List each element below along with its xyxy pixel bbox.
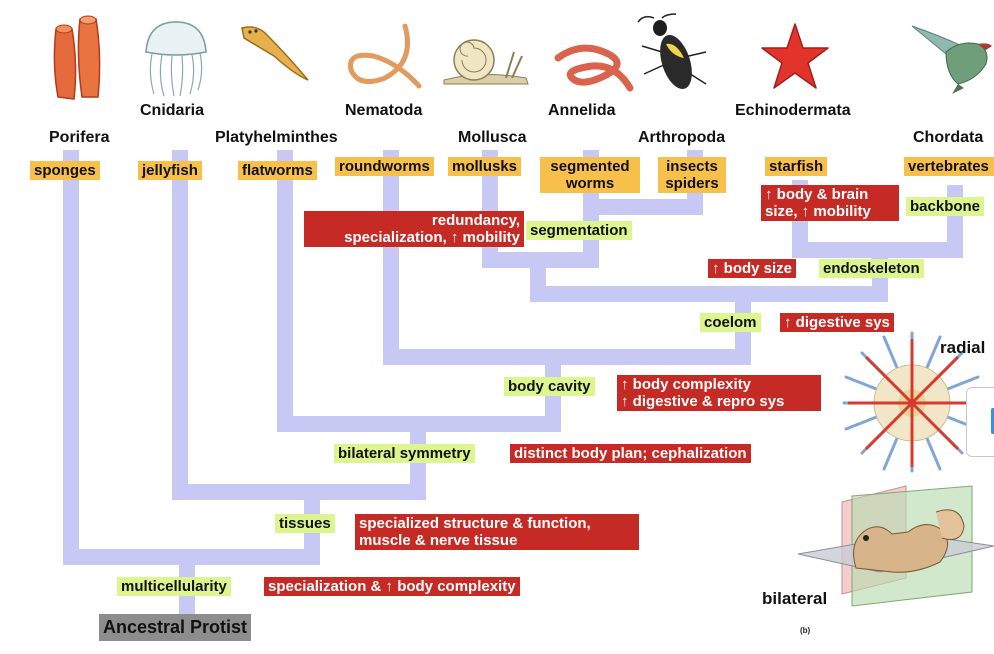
bilateral-symmetry-icon: [797, 485, 994, 607]
common-flatworms: flatworms: [238, 161, 317, 180]
benefit-tissues: specialized structure & function, muscle…: [355, 514, 639, 550]
common-sponges: sponges: [30, 161, 100, 180]
benefit-segmentation-line1: redundancy,: [431, 212, 520, 229]
phylum-echinodermata: Echinodermata: [735, 102, 851, 119]
phylum-nematoda: Nematoda: [345, 102, 423, 119]
phylum-annelida: Annelida: [548, 102, 616, 119]
common-segmented-worms: segmented worms: [540, 157, 640, 193]
benefit-brain: ↑ body & brain size, ↑ mobility: [761, 185, 899, 221]
roundworm-icon: [347, 23, 422, 89]
common-starfish: starfish: [765, 157, 828, 176]
starfish-icon: [761, 23, 829, 89]
common-jellyfish: jellyfish: [138, 161, 202, 180]
benefit-tissues-line1: specialized structure & function,: [359, 515, 591, 532]
benefit-body-size: ↑ body size: [708, 259, 797, 278]
benefit-body-cavity-line1: ↑ body complexity: [621, 376, 752, 393]
benefit-body-cavity: ↑ body complexity ↑ digestive & repro sy…: [617, 375, 821, 411]
phylum-mollusca: Mollusca: [458, 129, 527, 146]
benefit-bilateral: distinct body plan; cephalization: [510, 444, 751, 463]
phylum-arthropoda: Arthropoda: [638, 129, 726, 146]
branch-platyhelminthes: [277, 150, 293, 432]
join-multicellularity: [63, 549, 320, 565]
phylum-platyhelminthes: Platyhelminthes: [215, 129, 338, 146]
radial-symmetry-icon: [842, 331, 982, 473]
flatworm-icon: [241, 26, 309, 81]
join-body-cavity: [383, 349, 751, 365]
label-radial: radial: [940, 338, 986, 357]
insect-icon: [637, 13, 707, 89]
earthworm-icon: [554, 44, 634, 92]
figure-label: (b): [800, 626, 811, 635]
benefit-segmentation-line2: specialization, ↑ mobility: [344, 229, 520, 246]
join-bilateral: [277, 416, 561, 432]
feature-bilateral-symmetry: bilateral symmetry: [334, 444, 475, 463]
phylum-cnidaria: Cnidaria: [140, 102, 205, 119]
common-roundworms: roundworms: [335, 157, 434, 176]
label-bilateral: bilateral: [762, 589, 828, 608]
feature-multicellularity: multicellularity: [117, 577, 231, 596]
benefit-multicellularity: specialization & ↑ body complexity: [264, 577, 520, 596]
benefit-body-cavity-line2: ↑ digestive & repro sys: [621, 393, 785, 410]
feature-endoskeleton: endoskeleton: [819, 259, 924, 278]
feature-backbone: backbone: [906, 197, 985, 216]
join-protostome-mollusca: [482, 252, 599, 268]
benefit-coelom: ↑ digestive sys: [780, 313, 894, 332]
side-panel-tab[interactable]: [966, 387, 994, 457]
common-mollusks: mollusks: [448, 157, 522, 176]
common-vertebrates: vertebrates: [904, 157, 994, 176]
feature-coelom: coelom: [700, 313, 761, 332]
benefit-tissues-line2: muscle & nerve tissue: [359, 532, 518, 549]
common-insects-spiders: insects spiders: [658, 157, 726, 193]
sponge-icon: [53, 15, 101, 100]
snail-icon: [443, 39, 529, 85]
branch-cnidaria: [172, 150, 188, 500]
join-deuterostome: [792, 242, 963, 258]
benefit-segmentation: redundancy, specialization, ↑ mobility: [304, 211, 524, 247]
branch-porifera: [63, 150, 79, 565]
hummingbird-icon: [911, 25, 992, 94]
feature-tissues: tissues: [275, 514, 335, 533]
join-tissues: [172, 484, 426, 500]
jellyfish-icon: [145, 21, 207, 97]
root-ancestral-protist: Ancestral Protist: [99, 614, 252, 641]
branch-nematoda: [383, 150, 399, 365]
feature-body-cavity: body cavity: [504, 377, 595, 396]
feature-segmentation: segmentation: [526, 221, 632, 240]
benefit-brain-line1: ↑ body & brain: [765, 186, 869, 203]
join-annelid-arthropod: [583, 199, 703, 215]
phylum-chordata: Chordata: [913, 129, 984, 146]
join-coelomate: [530, 286, 888, 302]
panel-handle: [991, 408, 994, 434]
benefit-brain-line2: size, ↑ mobility: [765, 203, 871, 220]
phylum-porifera: Porifera: [49, 129, 110, 146]
